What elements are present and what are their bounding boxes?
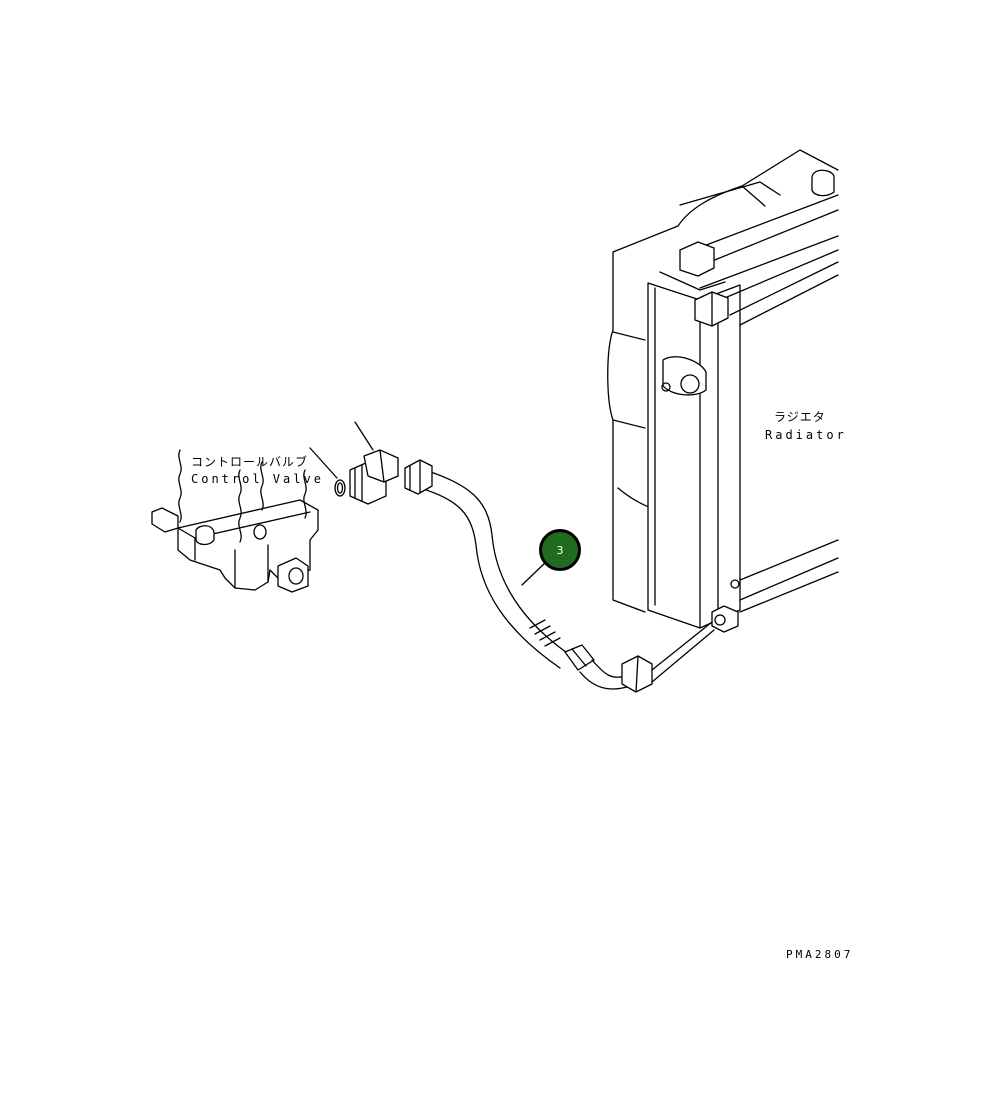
- control-valve-label-jp: コントロールバルブ: [191, 455, 309, 469]
- elbow-fitting: [349, 421, 399, 505]
- control-valve-label-en: Control Valve: [191, 472, 324, 486]
- o-ring: [309, 447, 346, 497]
- callout-bubble-3[interactable]: 3: [539, 529, 581, 571]
- hose: [404, 459, 715, 693]
- radiator-label-jp: ラジエタ: [774, 410, 826, 424]
- drawing-code: PMA2807: [786, 948, 854, 961]
- callout-number: 3: [556, 543, 564, 557]
- control-valve: [151, 449, 319, 593]
- radiator: [607, 149, 839, 633]
- radiator-label-en: Radiator: [765, 428, 847, 442]
